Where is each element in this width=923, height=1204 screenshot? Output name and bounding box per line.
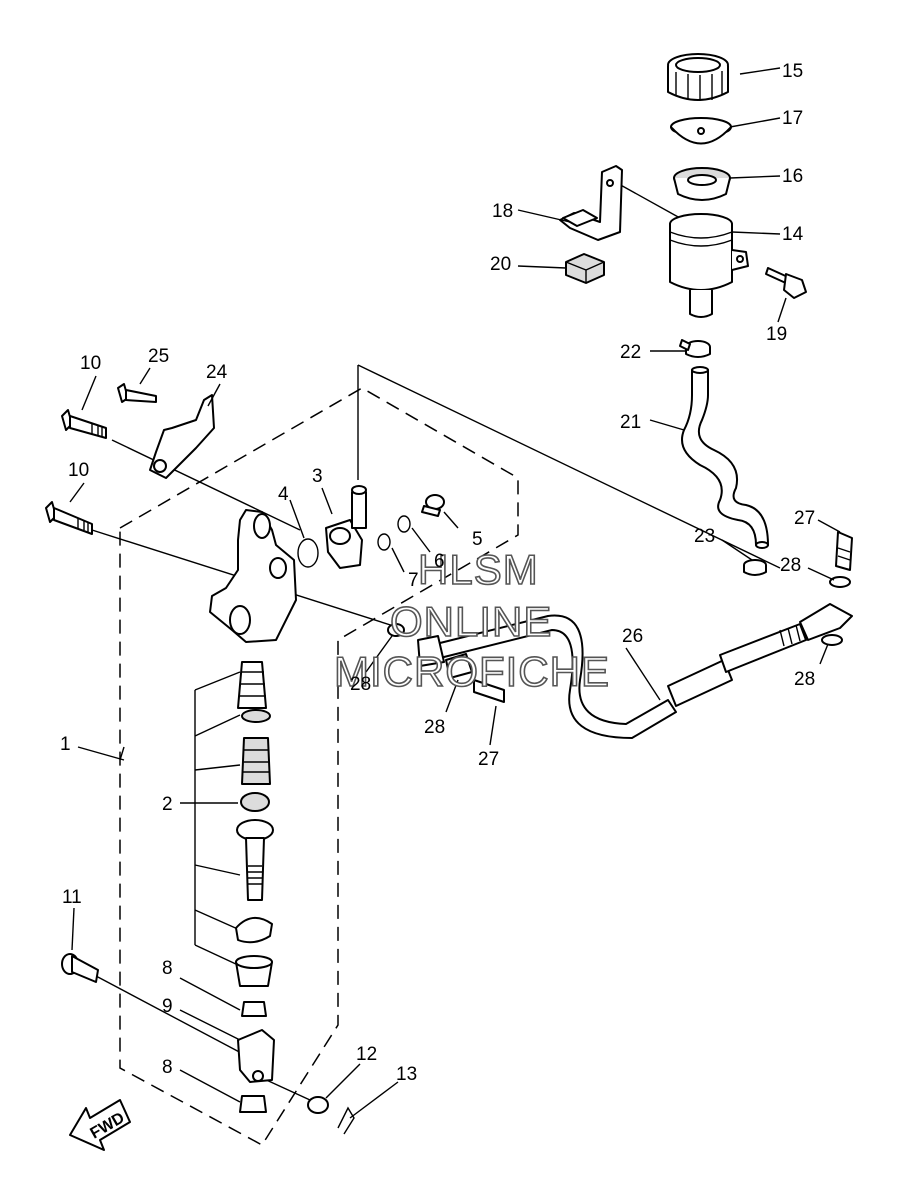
cotter-pin bbox=[337, 1106, 355, 1135]
reservoir-diaphragm bbox=[673, 167, 731, 201]
union-bolt-right bbox=[835, 531, 853, 571]
callout-18: 18 bbox=[492, 201, 513, 222]
callout-4: 4 bbox=[278, 484, 289, 505]
union-bolt-left bbox=[417, 635, 505, 703]
callout-28-left: 28 bbox=[350, 674, 371, 695]
reservoir-bolt bbox=[765, 267, 807, 299]
callout-1: 1 bbox=[60, 734, 71, 755]
callout-21: 21 bbox=[620, 412, 641, 433]
callout-15: 15 bbox=[782, 61, 803, 82]
bracket-bolt bbox=[117, 383, 157, 403]
watermark-line-2: ONLINE bbox=[390, 598, 552, 645]
callout-24: 24 bbox=[206, 362, 228, 383]
piston-seal-cup bbox=[241, 709, 271, 723]
callout-6: 6 bbox=[434, 551, 445, 572]
reservoir-bracket bbox=[559, 165, 623, 241]
callout-28-center: 28 bbox=[424, 717, 445, 738]
circlip bbox=[377, 533, 391, 551]
brake-hose bbox=[427, 603, 853, 739]
watermark-line-3: MICROFICHE bbox=[334, 648, 610, 695]
callout-7: 7 bbox=[408, 570, 419, 591]
callout-16: 16 bbox=[782, 166, 803, 187]
callout-10-lower: 10 bbox=[68, 460, 89, 481]
nut-upper bbox=[241, 1001, 267, 1017]
o-ring bbox=[297, 538, 319, 568]
watermark-line-1: HLSM bbox=[418, 546, 539, 593]
callout-10-upper: 10 bbox=[80, 353, 101, 374]
callout-5: 5 bbox=[472, 529, 483, 550]
copper-washer-c bbox=[387, 623, 405, 637]
reservoir-cap bbox=[667, 53, 729, 101]
reservoir-hose bbox=[681, 366, 769, 549]
piston-spring bbox=[237, 661, 267, 709]
leader-lines bbox=[77, 182, 781, 1101]
callout-26: 26 bbox=[622, 626, 643, 647]
forward-direction-arrow: FWD bbox=[69, 1099, 131, 1151]
callout-numbers: 15 17 16 14 18 20 19 22 21 23 27 28 28 2… bbox=[60, 61, 815, 1085]
piston-cup bbox=[240, 792, 270, 812]
callout-leaders bbox=[69, 67, 841, 1119]
washer-small bbox=[397, 515, 411, 533]
piston bbox=[241, 737, 271, 785]
hose-joint bbox=[325, 485, 367, 569]
watermark: HLSM ONLINE MICROFICHE bbox=[333, 545, 610, 696]
callout-27-right: 27 bbox=[794, 508, 815, 529]
callout-28-right-lower: 28 bbox=[794, 669, 815, 690]
hose-clip-lower bbox=[743, 559, 767, 576]
callout-8-upper: 8 bbox=[162, 958, 173, 979]
plain-washer bbox=[307, 1096, 329, 1114]
callout-22: 22 bbox=[620, 342, 641, 363]
callout-25: 25 bbox=[148, 346, 169, 367]
callout-23: 23 bbox=[694, 526, 715, 547]
callout-17: 17 bbox=[782, 108, 803, 129]
copper-washer-b bbox=[821, 634, 843, 646]
hose-clip bbox=[679, 339, 711, 358]
callout-20: 20 bbox=[490, 254, 511, 275]
callout-14: 14 bbox=[782, 224, 804, 245]
callout-2: 2 bbox=[162, 794, 173, 815]
nut-lower bbox=[239, 1095, 267, 1113]
clevis-pin bbox=[61, 953, 99, 983]
reservoir-grommet bbox=[565, 253, 605, 284]
callout-9: 9 bbox=[162, 996, 173, 1017]
assembly-boundary bbox=[119, 387, 519, 1146]
mounting-bolt-lower bbox=[45, 501, 93, 535]
boot bbox=[235, 955, 273, 987]
callout-12: 12 bbox=[356, 1044, 377, 1065]
callout-3: 3 bbox=[312, 466, 323, 487]
reservoir-diaphragm-plate bbox=[670, 117, 732, 145]
master-cylinder-body bbox=[209, 509, 297, 643]
callout-8-lower: 8 bbox=[162, 1057, 173, 1078]
joint-screw bbox=[421, 494, 445, 517]
callout-11: 11 bbox=[62, 887, 82, 908]
reservoir-tank bbox=[669, 213, 749, 318]
snap-ring bbox=[235, 917, 273, 944]
callout-27-center: 27 bbox=[478, 749, 499, 770]
callout-28-right-upper: 28 bbox=[780, 555, 801, 576]
callout-13: 13 bbox=[396, 1064, 417, 1085]
master-cylinder-bracket bbox=[149, 394, 215, 479]
clevis bbox=[237, 1029, 275, 1083]
push-rod bbox=[236, 819, 274, 901]
copper-washer-a bbox=[829, 576, 851, 588]
callout-19: 19 bbox=[766, 324, 787, 345]
mounting-bolt-upper bbox=[61, 409, 107, 439]
